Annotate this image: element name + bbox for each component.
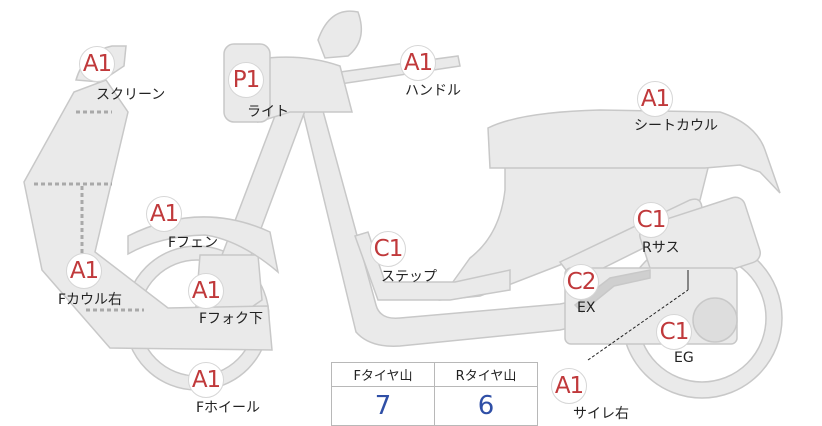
- grade-screen: A1: [79, 46, 115, 82]
- label-step: ステップ: [381, 269, 437, 285]
- tire-tread-table: Fタイヤ山 Rタイヤ山 7 6: [331, 362, 538, 426]
- label-silencer: サイレ右: [573, 406, 629, 422]
- label-fwheel: Fホイール: [196, 400, 261, 416]
- grade-light: P1: [228, 62, 264, 98]
- label-screen: スクリーン: [96, 87, 166, 103]
- label-handle: ハンドル: [405, 83, 461, 99]
- grade-eg: C1: [656, 314, 692, 350]
- label-ex: EX: [577, 300, 596, 316]
- grade-ffork: A1: [188, 273, 224, 309]
- mirror-shape: [317, 10, 363, 59]
- grade-ffender: A1: [146, 196, 182, 232]
- grade-ex: C2: [563, 264, 599, 300]
- rear-tread-header: Rタイヤ山: [434, 362, 538, 387]
- grade-fcowlr: A1: [66, 253, 102, 289]
- tread-header-row: Fタイヤ山 Rタイヤ山: [331, 362, 538, 387]
- label-eg: EG: [674, 350, 694, 366]
- ex-shape: [573, 269, 651, 314]
- grade-handle: A1: [400, 45, 436, 81]
- label-ffork: Fフォク下: [199, 311, 264, 327]
- front-tread-value: 7: [331, 386, 435, 426]
- grade-step: C1: [370, 231, 406, 267]
- eg-hub-shape: [692, 297, 738, 343]
- grade-rsus: C1: [633, 202, 669, 238]
- label-rsus: Rサス: [642, 240, 680, 256]
- grade-fwheel: A1: [188, 362, 224, 398]
- silencer-pointer: [587, 289, 689, 361]
- tread-value-row: 7 6: [331, 386, 538, 426]
- label-fcowlr: Fカウル右: [58, 292, 123, 308]
- label-ffender: Fフェン: [168, 235, 219, 251]
- front-tread-header: Fタイヤ山: [331, 362, 435, 387]
- grade-silencer: A1: [551, 368, 587, 404]
- seatcowl-shape: [487, 109, 781, 194]
- rear-tread-value: 6: [434, 386, 538, 426]
- grade-seatcowl: A1: [637, 81, 673, 117]
- label-seatcowl: シートカウル: [634, 118, 718, 134]
- label-light: ライト: [247, 104, 289, 120]
